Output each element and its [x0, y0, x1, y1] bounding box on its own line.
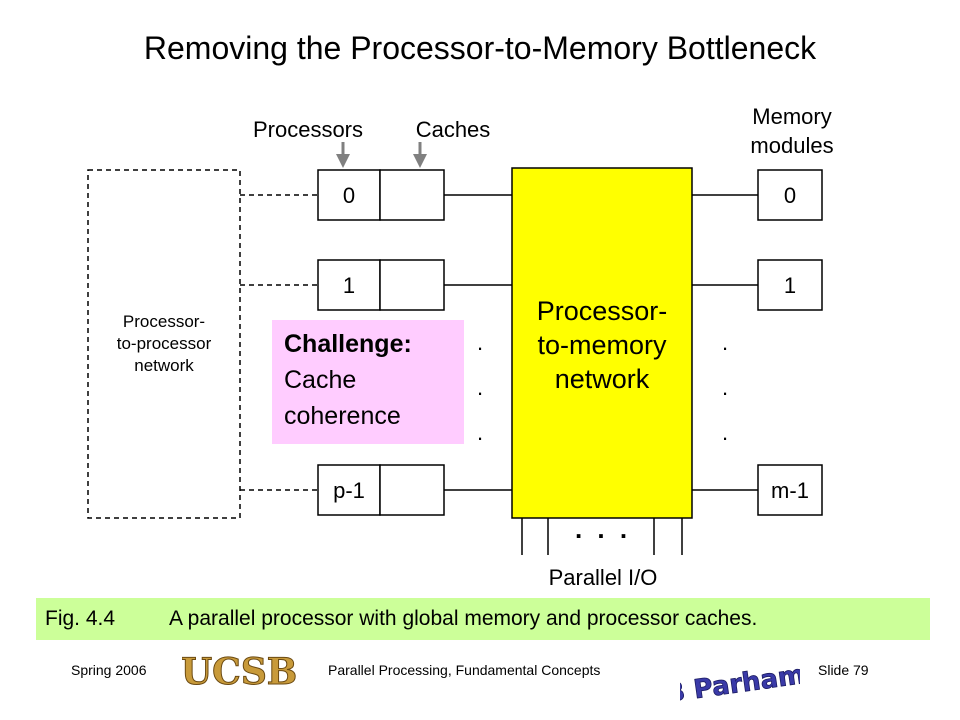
parallel-io-label: Parallel I/O — [549, 565, 658, 590]
memory-label-1: Memory — [752, 104, 831, 129]
architecture-diagram: Processor- to-processor network Processo… — [87, 104, 834, 590]
figure-caption: Fig. 4.4 A parallel processor with global… — [36, 598, 930, 640]
processor-row-1: 1 — [317, 259, 445, 311]
footer-date: Spring 2006 — [71, 662, 147, 678]
io-ellipsis: . . . — [575, 514, 631, 544]
p2p-label-1: Processor- — [123, 312, 205, 331]
p2m-label-1: Processor- — [537, 296, 668, 326]
memory-module-0: 0 — [757, 169, 823, 221]
ellipsis-dot: . — [477, 330, 483, 355]
cache-box — [379, 169, 445, 221]
processor-id: p-1 — [333, 478, 365, 503]
cache-box — [379, 259, 445, 311]
processor-row-0: 0 — [317, 169, 445, 221]
ellipsis-dot: . — [722, 330, 728, 355]
bparhami-logo: B Parhami — [680, 658, 800, 710]
processor-arrow-head — [336, 154, 350, 168]
bparhami-logo-text: B Parhami — [680, 659, 800, 710]
p2m-network-box — [511, 167, 693, 519]
ucsb-logo-text: UCSB — [182, 651, 297, 692]
slide-title: Removing the Processor-to-Memory Bottlen… — [143, 30, 817, 66]
cache-box — [379, 464, 445, 516]
processor-id: 1 — [343, 273, 355, 298]
cache-arrow-head — [413, 154, 427, 168]
ellipsis-dot: . — [477, 375, 483, 400]
memory-box — [757, 169, 823, 221]
processor-id: 0 — [343, 183, 355, 208]
processor-row-p1: p-1 — [317, 464, 445, 516]
ucsb-logo: UCSB — [182, 648, 297, 692]
p2p-label-2: to-processor — [117, 334, 212, 353]
ellipsis-dot: . — [477, 420, 483, 445]
memory-module-m1: m-1 — [757, 464, 823, 516]
challenge-callout: Challenge: Cache coherence — [272, 320, 464, 444]
slide-number: Slide 79 — [818, 662, 869, 678]
figure-caption-text: A parallel processor with global memory … — [169, 607, 758, 630]
p2m-label-2: to-memory — [537, 330, 667, 360]
processors-label: Processors — [253, 117, 363, 142]
memory-id: 1 — [784, 273, 796, 298]
memory-id: 0 — [784, 183, 796, 208]
figure-number: Fig. 4.4 — [45, 607, 116, 630]
memory-module-1: 1 — [757, 259, 823, 311]
memory-box — [757, 464, 823, 516]
caches-label: Caches — [416, 117, 491, 142]
ellipsis-dot: . — [722, 420, 728, 445]
p2p-network-box — [87, 169, 241, 519]
processor-box — [317, 464, 381, 516]
ellipsis-dot: . — [722, 375, 728, 400]
p2p-label-3: network — [134, 356, 194, 375]
challenge-line-2: coherence — [284, 402, 401, 430]
challenge-line-1: Cache — [284, 366, 357, 394]
memory-box — [757, 259, 823, 311]
memory-id: m-1 — [771, 478, 809, 503]
challenge-heading: Challenge: — [284, 330, 412, 358]
p2m-label-3: network — [555, 364, 650, 394]
memory-label-2: modules — [750, 133, 833, 158]
processor-box — [317, 259, 381, 311]
footer-course: Parallel Processing, Fundamental Concept… — [328, 662, 601, 678]
